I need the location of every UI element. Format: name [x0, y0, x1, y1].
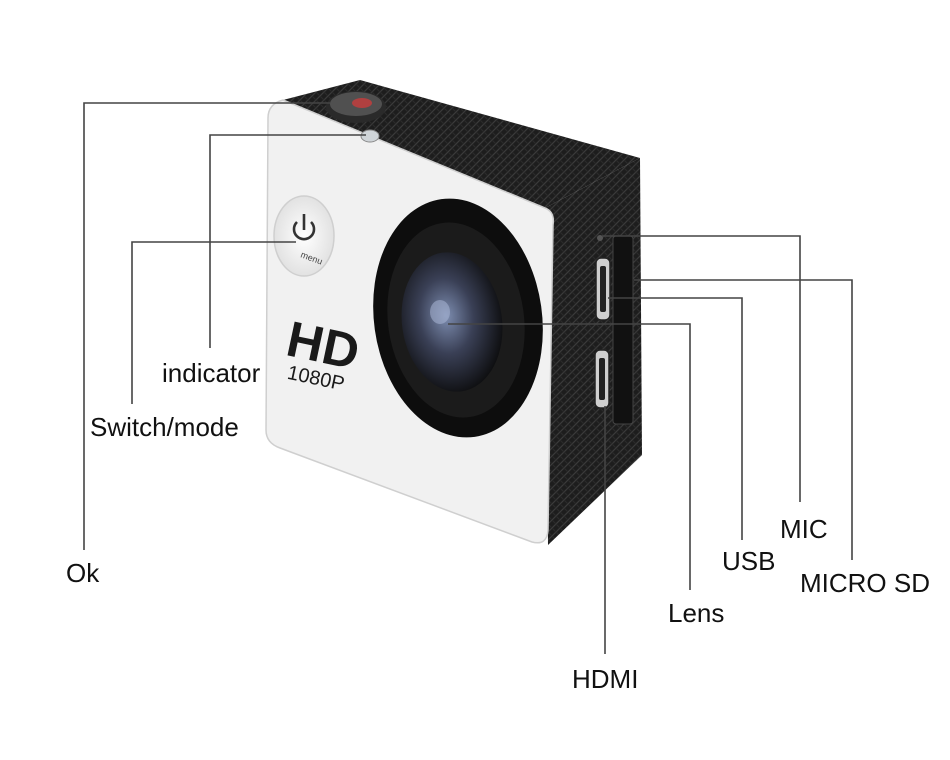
label-ok: Ok [66, 558, 100, 588]
mic-hole [597, 235, 603, 241]
leader-indicator [209, 134, 366, 348]
camera-body: menu HD 1080P [265, 80, 642, 545]
leader-ok [83, 102, 330, 550]
label-lens: Lens [668, 598, 724, 628]
label-switch-mode: Switch/mode [90, 412, 239, 442]
indicator-light [360, 129, 380, 143]
label-usb: USB [722, 546, 775, 576]
label-mic: MIC [780, 514, 828, 544]
ok-button [326, 91, 386, 123]
callout-labels: Ok indicator Switch/mode MIC USB MICRO S… [66, 358, 930, 694]
camera-lens [373, 198, 543, 438]
usb-port [595, 257, 611, 321]
micro-sd-slot [612, 235, 634, 425]
label-indicator: indicator [162, 358, 261, 388]
leader-lines [83, 102, 853, 654]
power-icon [292, 214, 316, 241]
leader-usb [608, 297, 743, 540]
leader-micro-sd [634, 279, 853, 560]
leader-lens [448, 323, 691, 590]
leader-mic [602, 235, 801, 502]
power-menu-button: menu [273, 195, 335, 277]
hd-logo: HD 1080P [282, 311, 364, 396]
hdmi-port [594, 349, 610, 409]
leader-switch-mode [131, 241, 296, 404]
label-micro-sd: MICRO SD [800, 568, 930, 598]
label-hdmi: HDMI [572, 664, 638, 694]
